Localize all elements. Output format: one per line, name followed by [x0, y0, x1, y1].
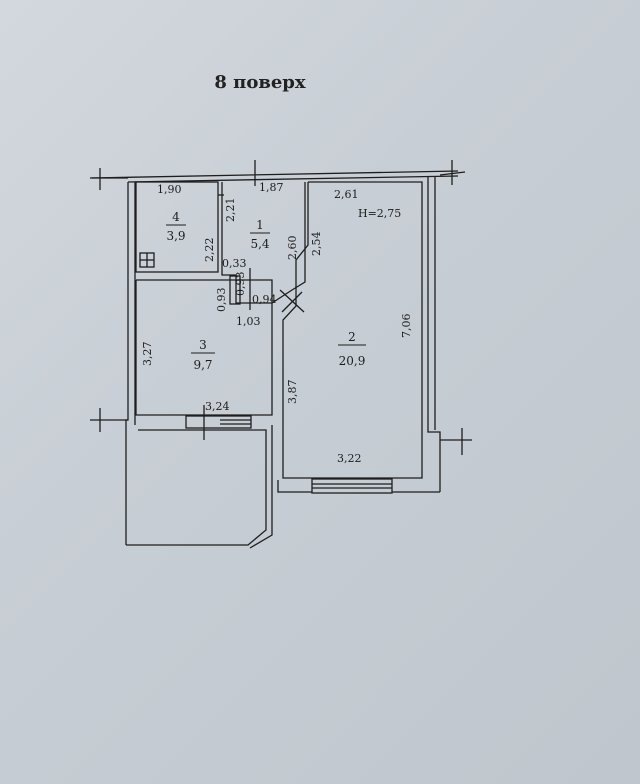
left-wall [125, 182, 129, 545]
dim-room3-width: 3,24 [205, 400, 230, 413]
door-swing-1 [279, 289, 305, 313]
room-3-number: 3 [199, 338, 207, 352]
room-3-outline [135, 279, 273, 416]
room-4-number: 4 [172, 210, 180, 224]
corridor-column [229, 275, 241, 305]
balcony-outline [126, 429, 267, 546]
right-wall [427, 176, 441, 492]
dim-corr-033: 0,33 [222, 257, 247, 270]
dim-room1-height: 2,60 [286, 236, 299, 261]
window-bottom [311, 478, 393, 494]
room-1-number: 1 [256, 218, 264, 232]
window-balcony [185, 415, 252, 429]
dim-room2-left-wall: 2,54 [310, 232, 323, 257]
dim-room2-width-bottom: 3,22 [337, 452, 362, 465]
room-2-outline [282, 181, 423, 479]
room-4-outline [135, 181, 219, 273]
dim-corr-094: 0,94 [252, 293, 277, 306]
dim-room2-lower-left: 3,87 [286, 380, 299, 405]
room-4-area: 3,9 [166, 229, 185, 243]
room-3-area: 9,7 [193, 358, 212, 372]
room-2-lower-wall [277, 480, 312, 493]
dim-corr-093-b: 0,93 [215, 288, 228, 313]
ext-top-right [439, 171, 466, 176]
dim-room4-height: 2,22 [203, 238, 216, 263]
dim-room1-width: 1,87 [259, 181, 284, 194]
top-wall-outer [89, 170, 459, 179]
dim-room2-width-top: 2,61 [334, 188, 359, 201]
dim-corr-093-a: 0,93 [234, 272, 247, 297]
dim-room2-height: 7,06 [400, 314, 413, 339]
dim-room4-right: 2,21 [224, 198, 237, 223]
dim-room4-width: 1,90 [157, 183, 182, 196]
page-title: 8 поверх [214, 72, 306, 93]
top-wall-inner [127, 175, 459, 183]
room-2-area: 20,9 [339, 354, 366, 368]
dim-corr-103: 1,03 [236, 315, 261, 328]
room-1-outline [221, 182, 306, 304]
room-2-number: 2 [348, 330, 356, 344]
room-1-area: 5,4 [250, 237, 269, 251]
dim-room3-height: 3,27 [141, 342, 154, 367]
door-swing-2 [281, 291, 303, 313]
ceiling-height: Н=2,75 [358, 207, 401, 220]
balcony-outer [249, 425, 273, 549]
